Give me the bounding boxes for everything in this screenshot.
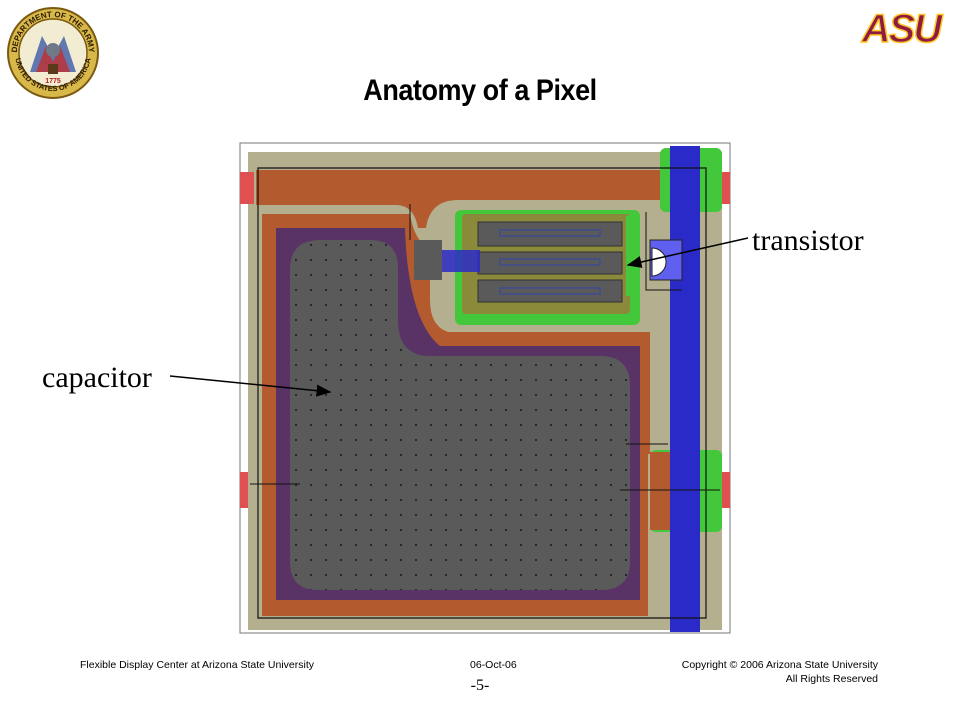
footer-copyright: Copyright © 2006 Arizona State Universit… <box>681 659 878 671</box>
slide-title: Anatomy of a Pixel <box>363 74 597 107</box>
transistor-label: transistor <box>752 224 864 257</box>
footer-organization: Flexible Display Center at Arizona State… <box>80 659 315 671</box>
footer-rights: All Rights Reserved <box>785 673 878 685</box>
army-seal-icon: DEPARTMENT OF THE ARMY UNITED STATES OF … <box>7 7 99 99</box>
capacitor-arrow <box>169 375 332 397</box>
asu-logo-icon: ASU <box>860 6 946 50</box>
seal-year: 1775 <box>45 78 61 85</box>
capacitor-label: capacitor <box>42 361 152 394</box>
footer-date: 06-Oct-06 <box>470 659 517 671</box>
transistor-arrow <box>626 237 749 268</box>
page-number: -5- <box>470 677 490 694</box>
asu-logo-text: ASU <box>861 7 944 50</box>
